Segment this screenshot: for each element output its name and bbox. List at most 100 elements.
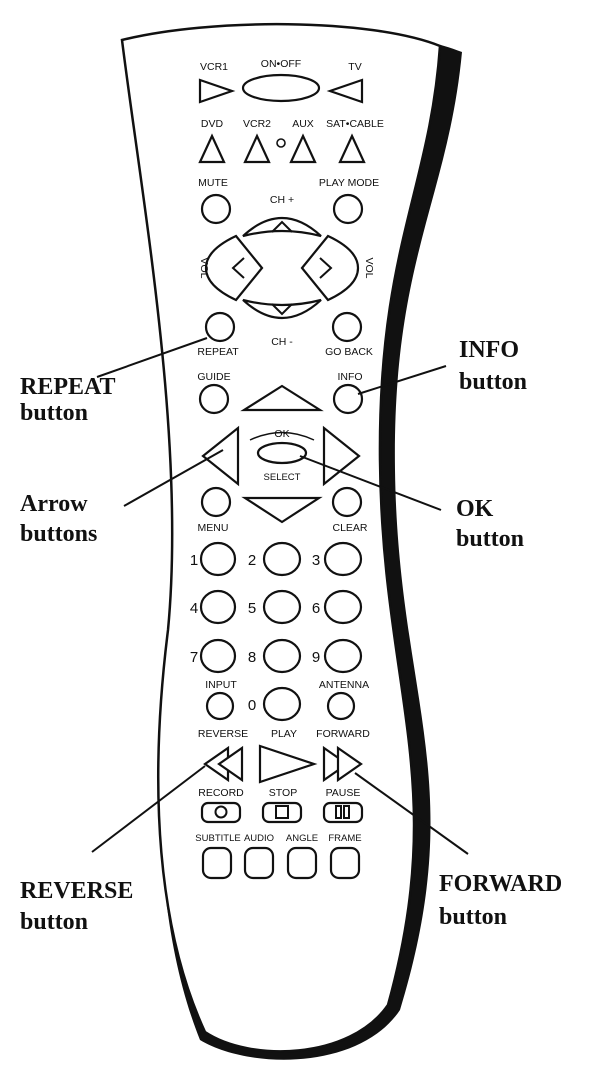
pause-icon (335, 805, 350, 819)
record-button[interactable] (200, 801, 242, 824)
play-label: PLAY (271, 728, 297, 740)
double-right-triangle-icon-inner (336, 745, 363, 783)
info-button[interactable] (332, 383, 364, 415)
digit-5-button[interactable] (262, 589, 302, 625)
sat-cable-button[interactable] (338, 133, 366, 164)
ok-label: OK (274, 428, 289, 440)
vcr1-button[interactable] (198, 78, 236, 104)
digit-1-button[interactable] (199, 541, 237, 577)
menu-label: MENU (198, 522, 229, 534)
reverse-label: REVERSE (198, 728, 248, 740)
vol-left-label: VOL (198, 257, 210, 278)
frame-button[interactable] (329, 846, 361, 880)
angle-label: ANGLE (286, 833, 318, 844)
audio-button[interactable] (243, 846, 275, 880)
ch-up-button[interactable] (242, 216, 322, 238)
info-callout-line2: button (459, 369, 527, 395)
digit-5-label: 5 (248, 600, 256, 617)
stop-button[interactable] (261, 801, 303, 824)
digit-4-button[interactable] (199, 589, 237, 625)
digit-0-label: 0 (248, 697, 256, 714)
info-callout-line1: INFO (459, 337, 519, 363)
pause-label: PAUSE (326, 787, 361, 799)
forward-callout-line2: button (439, 904, 507, 930)
angle-button[interactable] (286, 846, 318, 880)
select-label: SELECT (264, 472, 301, 483)
play-mode-button[interactable] (332, 193, 364, 225)
digit-8-button[interactable] (262, 638, 302, 674)
vcr2-button[interactable] (243, 133, 271, 164)
play-mode-label: PLAY MODE (319, 177, 379, 189)
input-button[interactable] (205, 691, 235, 721)
repeat-callout-line2: button (20, 400, 88, 426)
antenna-label: ANTENNA (319, 679, 369, 691)
dvd-label: DVD (201, 118, 224, 130)
chevron-right-icon (319, 257, 333, 279)
reverse-button[interactable] (203, 745, 244, 783)
double-left-triangle-icon-inner (217, 745, 244, 783)
circle-icon (214, 805, 228, 819)
go-back-button[interactable] (331, 311, 363, 343)
aux-button[interactable] (289, 133, 317, 164)
digit-0-button[interactable] (262, 686, 302, 722)
repeat-label: REPEAT (197, 346, 239, 358)
audio-label: AUDIO (244, 833, 274, 844)
arrow-leader-line (123, 449, 224, 507)
digit-2-label: 2 (248, 552, 256, 569)
tv-label: TV (348, 61, 361, 73)
chevron-up-icon (271, 220, 293, 233)
ok-button[interactable] (256, 441, 308, 465)
guide-button[interactable] (198, 383, 230, 415)
arrow-callout-line1: Arrow (20, 491, 88, 517)
vol-right-label: VOL (363, 257, 375, 278)
on-off-label: ON•OFF (261, 58, 301, 70)
reverse-callout-line2: button (20, 909, 88, 935)
double-right-triangle-icon (322, 745, 349, 783)
digit-7-button[interactable] (199, 638, 237, 674)
digit-1-label: 1 (190, 552, 198, 569)
ok-callout-line2: button (456, 526, 524, 552)
digit-3-button[interactable] (323, 541, 363, 577)
digit-7-label: 7 (190, 649, 198, 666)
stop-label: STOP (269, 787, 297, 799)
vcr1-label: VCR1 (200, 61, 228, 73)
aux-label: AUX (292, 118, 314, 130)
tv-button[interactable] (326, 78, 364, 104)
menu-button[interactable] (200, 486, 232, 518)
arrow-up-button[interactable] (240, 384, 324, 412)
arrow-down-button[interactable] (241, 496, 323, 524)
digit-6-label: 6 (312, 600, 320, 617)
ch-minus-label: CH - (271, 336, 293, 348)
reverse-callout-line1: REVERSE (20, 878, 133, 904)
digit-2-button[interactable] (262, 541, 302, 577)
indicator-light (276, 138, 286, 148)
arrow-left-button[interactable] (201, 425, 240, 487)
ok-callout-line1: OK (456, 496, 494, 522)
play-button[interactable] (258, 744, 318, 784)
clear-button[interactable] (331, 486, 363, 518)
dvd-button[interactable] (198, 133, 226, 164)
subtitle-button[interactable] (201, 846, 233, 880)
ok-arc (249, 431, 315, 441)
vcr2-label: VCR2 (243, 118, 271, 130)
ch-plus-label: CH + (270, 194, 294, 206)
repeat-leader-line (96, 337, 208, 378)
arrow-right-button[interactable] (322, 425, 361, 487)
mute-button[interactable] (200, 193, 232, 225)
info-leader-line (357, 365, 447, 395)
record-label: RECORD (198, 787, 244, 799)
digit-8-label: 8 (248, 649, 256, 666)
digit-6-button[interactable] (323, 589, 363, 625)
digit-9-button[interactable] (323, 638, 363, 674)
antenna-button[interactable] (326, 691, 356, 721)
ch-down-button[interactable] (242, 298, 322, 320)
repeat-callout-line1: REPEAT (20, 374, 116, 400)
digit-4-label: 4 (190, 600, 198, 617)
sat-cable-label: SAT•CABLE (326, 118, 384, 130)
on-off-button[interactable] (241, 73, 321, 103)
subtitle-label: SUBTITLE (195, 833, 240, 844)
forward-button[interactable] (322, 745, 363, 783)
forward-label: FORWARD (316, 728, 370, 740)
digit-9-label: 9 (312, 649, 320, 666)
repeat-button[interactable] (204, 311, 236, 343)
